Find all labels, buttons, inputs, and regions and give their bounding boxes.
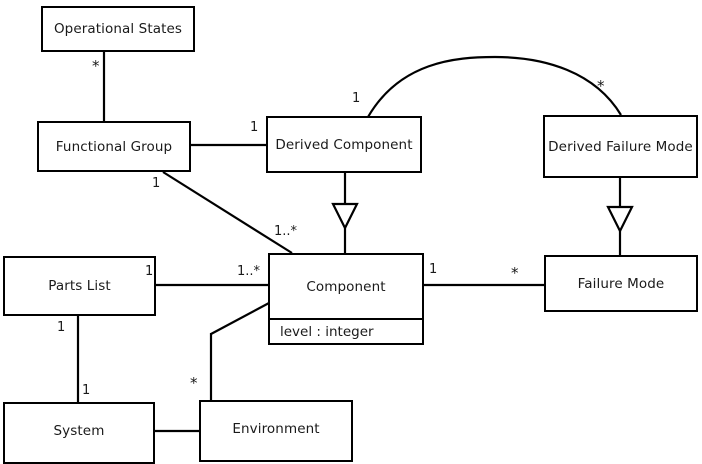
class-name-environment: Environment bbox=[232, 421, 320, 437]
multiplicity-partslist-one: 1 bbox=[145, 264, 154, 279]
multiplicity-partslist-component-onestar: 1..* bbox=[237, 264, 261, 279]
class-name-derived-component: Derived Component bbox=[275, 136, 413, 153]
connector-component-environment-diagonal bbox=[210, 302, 270, 335]
multiplicity-partslist-system-bottom-one: 1 bbox=[82, 383, 91, 398]
multiplicity-component-environment-star: * bbox=[190, 374, 198, 392]
multiplicity-functionalgroup-derivedcomponent-one: 1 bbox=[250, 120, 259, 135]
class-box-failure-mode[interactable]: Failure Mode bbox=[544, 255, 698, 312]
connector-functionalgroup-component bbox=[162, 171, 293, 254]
class-attribute-component-level: level : integer bbox=[270, 318, 422, 343]
class-name-component: Component bbox=[306, 278, 386, 295]
multiplicity-functionalgroup-component-one: 1 bbox=[152, 176, 161, 191]
class-box-parts-list[interactable]: Parts List bbox=[3, 256, 156, 316]
generalization-triangle-derivedfailuremode bbox=[606, 205, 634, 234]
class-name-failure-mode: Failure Mode bbox=[577, 275, 665, 292]
class-name-system: System bbox=[53, 423, 105, 439]
class-box-derived-component[interactable]: Derived Component bbox=[266, 116, 422, 173]
class-box-derived-failure-mode[interactable]: Derived Failure Mode bbox=[543, 115, 698, 178]
class-name-derived-failure-mode: Derived Failure Mode bbox=[548, 138, 693, 155]
class-box-system[interactable]: System bbox=[3, 402, 155, 464]
multiplicity-component-failuremode-star: * bbox=[511, 264, 519, 282]
class-box-functional-group[interactable]: Functional Group bbox=[37, 121, 191, 172]
multiplicity-derivedcomponent-one: 1 bbox=[352, 91, 361, 106]
multiplicity-opstates-star: * bbox=[92, 57, 100, 75]
multiplicity-arc-right-star: * bbox=[597, 77, 605, 95]
multiplicity-functionalgroup-component-onestar: 1..* bbox=[274, 224, 298, 239]
connector-derivedcomponent-derivedfailuremode-arc bbox=[367, 55, 622, 118]
multiplicity-partslist-system-top-one: 1 bbox=[57, 320, 66, 335]
class-box-operational-states[interactable]: Operational States bbox=[41, 6, 195, 52]
class-name-functional-group: Functional Group bbox=[55, 138, 173, 155]
class-box-environment[interactable]: Environment bbox=[199, 400, 353, 462]
class-box-component[interactable]: Component level : integer bbox=[268, 253, 424, 345]
multiplicity-component-failuremode-one: 1 bbox=[429, 262, 438, 277]
class-name-parts-list: Parts List bbox=[48, 278, 111, 294]
class-name-operational-states: Operational States bbox=[53, 21, 183, 37]
generalization-triangle-derivedcomponent bbox=[331, 202, 359, 231]
